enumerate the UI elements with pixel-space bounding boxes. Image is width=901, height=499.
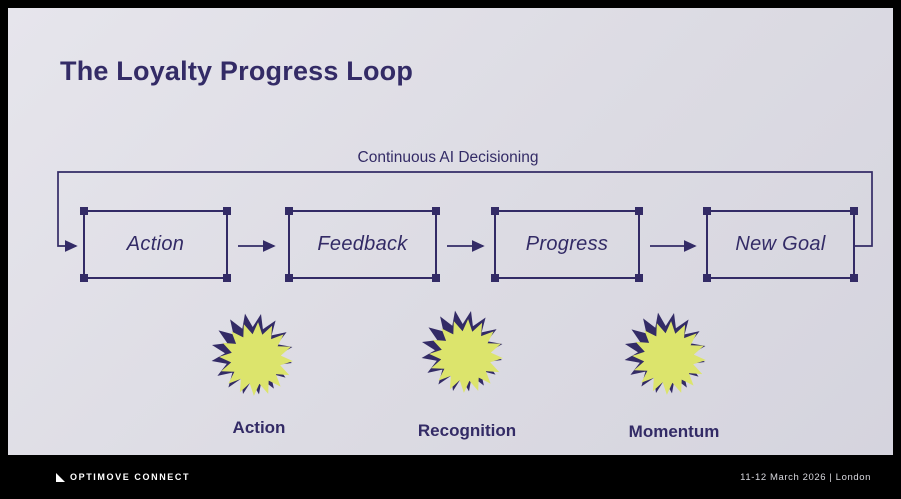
corner-handle-icon bbox=[223, 274, 231, 282]
slide-title: The Loyalty Progress Loop bbox=[60, 56, 414, 86]
corner-handle-icon bbox=[285, 274, 293, 282]
star-label-recognition: Recognition bbox=[417, 421, 517, 440]
starburst-icon bbox=[624, 312, 706, 395]
corner-handle-icon bbox=[850, 274, 858, 282]
feedback-loop-path bbox=[57, 171, 873, 252]
starburst-icon bbox=[211, 313, 293, 396]
slide: The Loyalty Progress Loop Continuous AI … bbox=[8, 8, 893, 455]
starburst-icon bbox=[421, 310, 503, 393]
flow-box-label: Feedback bbox=[317, 233, 408, 255]
flow-box-label: New Goal bbox=[735, 233, 826, 255]
flow-box-feedback: Feedback bbox=[285, 207, 440, 282]
corner-handle-icon bbox=[703, 207, 711, 215]
corner-handle-icon bbox=[432, 207, 440, 215]
corner-handle-icon bbox=[491, 274, 499, 282]
brand: OPTIMOVE CONNECT bbox=[56, 472, 190, 482]
flow-box-progress: Progress bbox=[491, 207, 643, 282]
corner-handle-icon bbox=[285, 207, 293, 215]
corner-handle-icon bbox=[80, 207, 88, 215]
flow-box-label: Action bbox=[126, 233, 185, 255]
star-label-action: Action bbox=[232, 418, 286, 437]
corner-handle-icon bbox=[635, 274, 643, 282]
event-info: 11-12 March 2026 | London bbox=[740, 471, 871, 483]
corner-handle-icon bbox=[635, 207, 643, 215]
optimove-logo-icon bbox=[56, 472, 65, 482]
corner-handle-icon bbox=[850, 207, 858, 215]
footer-bar: OPTIMOVE CONNECT 11-12 March 2026 | Lond… bbox=[0, 455, 901, 499]
loop-diagram-lines bbox=[57, 171, 873, 252]
loop-label: Continuous AI Decisioning bbox=[357, 149, 539, 166]
star-label-momentum: Momentum bbox=[628, 422, 720, 441]
flow-box-label: Progress bbox=[525, 233, 609, 255]
corner-handle-icon bbox=[491, 207, 499, 215]
brand-name: OPTIMOVE CONNECT bbox=[70, 472, 191, 482]
corner-handle-icon bbox=[223, 207, 231, 215]
flow-box-new-goal: New Goal bbox=[703, 207, 858, 282]
flow-box-action: Action bbox=[80, 207, 231, 282]
corner-handle-icon bbox=[80, 274, 88, 282]
corner-handle-icon bbox=[432, 274, 440, 282]
corner-handle-icon bbox=[703, 274, 711, 282]
